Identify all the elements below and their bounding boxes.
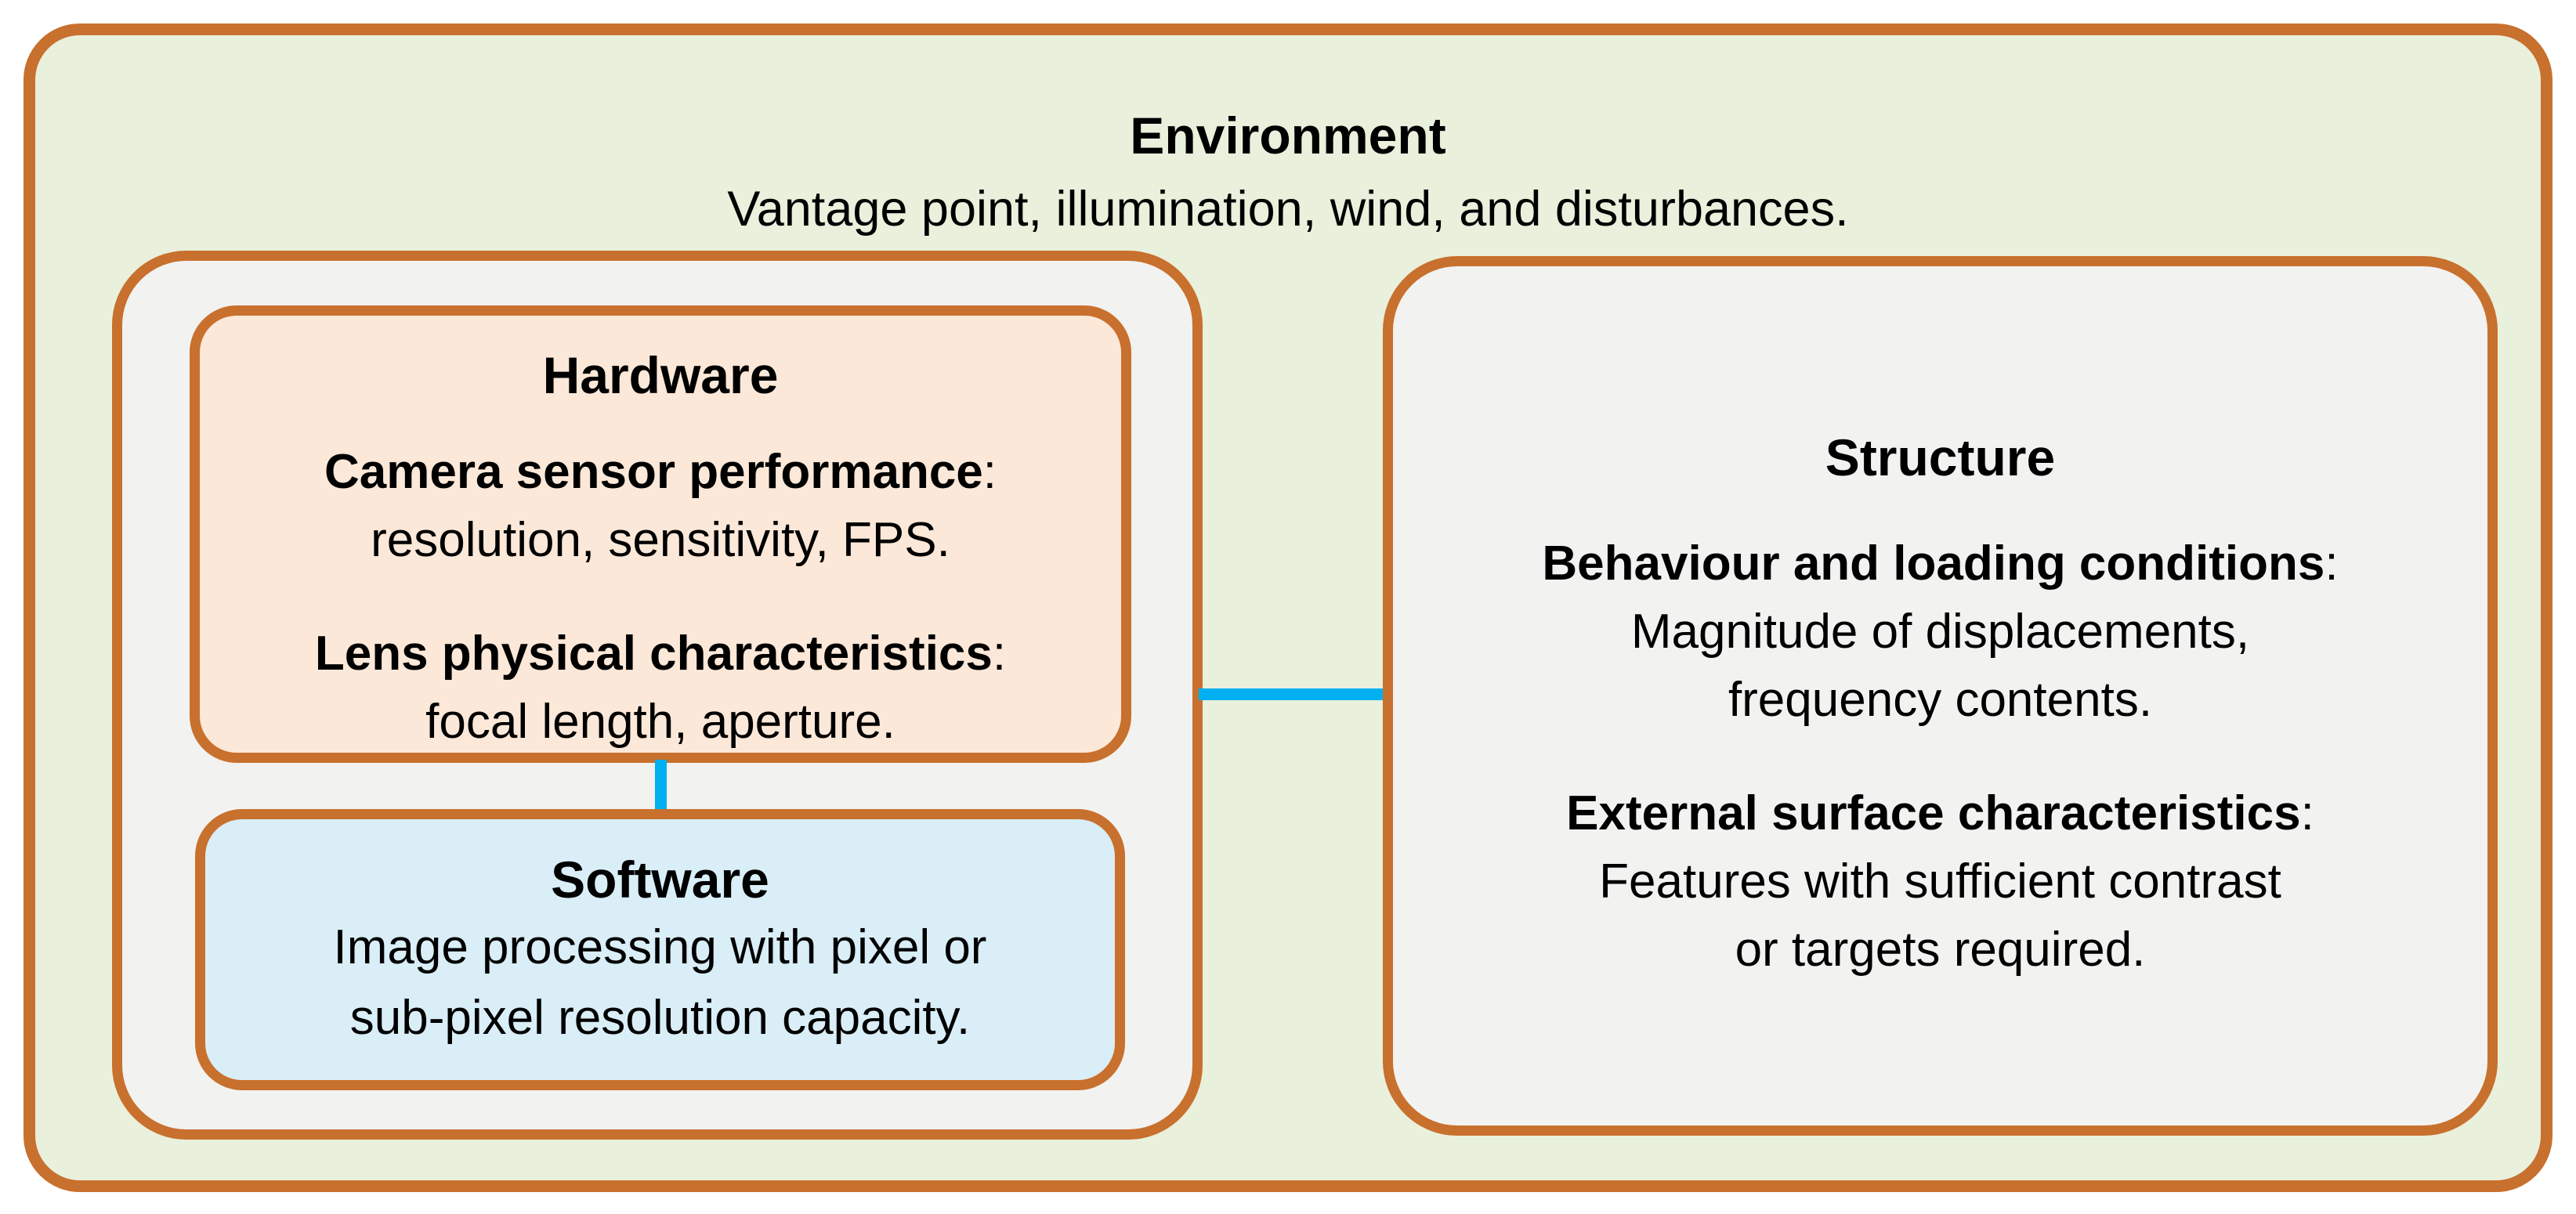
structure-box: Structure Behaviour and loading conditio… [1383,256,2498,1136]
structure-title: Structure [1825,428,2056,486]
software-description-line-1: Image processing with pixel or [333,920,987,974]
structure-item-detail-line-1: Features with sufficient contrast [1599,854,2281,909]
software-description-line-2: sub-pixel resolution capacity. [349,990,971,1045]
hardware-item-detail: focal length, aperture. [425,695,895,749]
hardware-item-lens: Lens physical characteristics: focal len… [315,620,1006,756]
structure-item-detail-line-2: frequency contents. [1728,672,2153,727]
hardware-item-separator: : [992,627,1007,681]
structure-item-label: Behaviour and loading conditions [1542,536,2325,591]
software-box: Software Image processing with pixel or … [195,809,1125,1090]
environment-title: Environment [1130,107,1446,164]
hardware-item-detail: resolution, sensitivity, FPS. [371,513,950,567]
software-description: Image processing with pixel or sub-pixel… [334,912,987,1053]
software-title: Software [551,850,769,909]
camera-structure-connector-line [1199,688,1387,700]
hardware-software-connector-line [655,760,667,812]
hardware-item-label: Lens physical characteristics [314,627,993,681]
structure-item-separator: : [2325,536,2339,591]
hardware-item-label: Camera sensor performance [324,445,983,499]
structure-item-behaviour: Behaviour and loading conditions: Magnit… [1542,529,2338,734]
hardware-box: Hardware Camera sensor performance: reso… [190,305,1131,763]
structure-item-label: External surface characteristics [1566,786,2301,840]
environment-subtitle: Vantage point, illumination, wind, and d… [727,182,1849,237]
structure-item-detail-line-1: Magnitude of displacements, [1630,604,2250,659]
hardware-item-separator: : [982,445,997,499]
hardware-item-camera-sensor: Camera sensor performance: resolution, s… [324,438,997,574]
structure-item-detail-line-2: or targets required. [1735,922,2146,977]
structure-item-surface: External surface characteristics: Featur… [1566,779,2314,984]
hardware-title: Hardware [542,346,779,404]
structure-item-separator: : [2300,786,2314,840]
